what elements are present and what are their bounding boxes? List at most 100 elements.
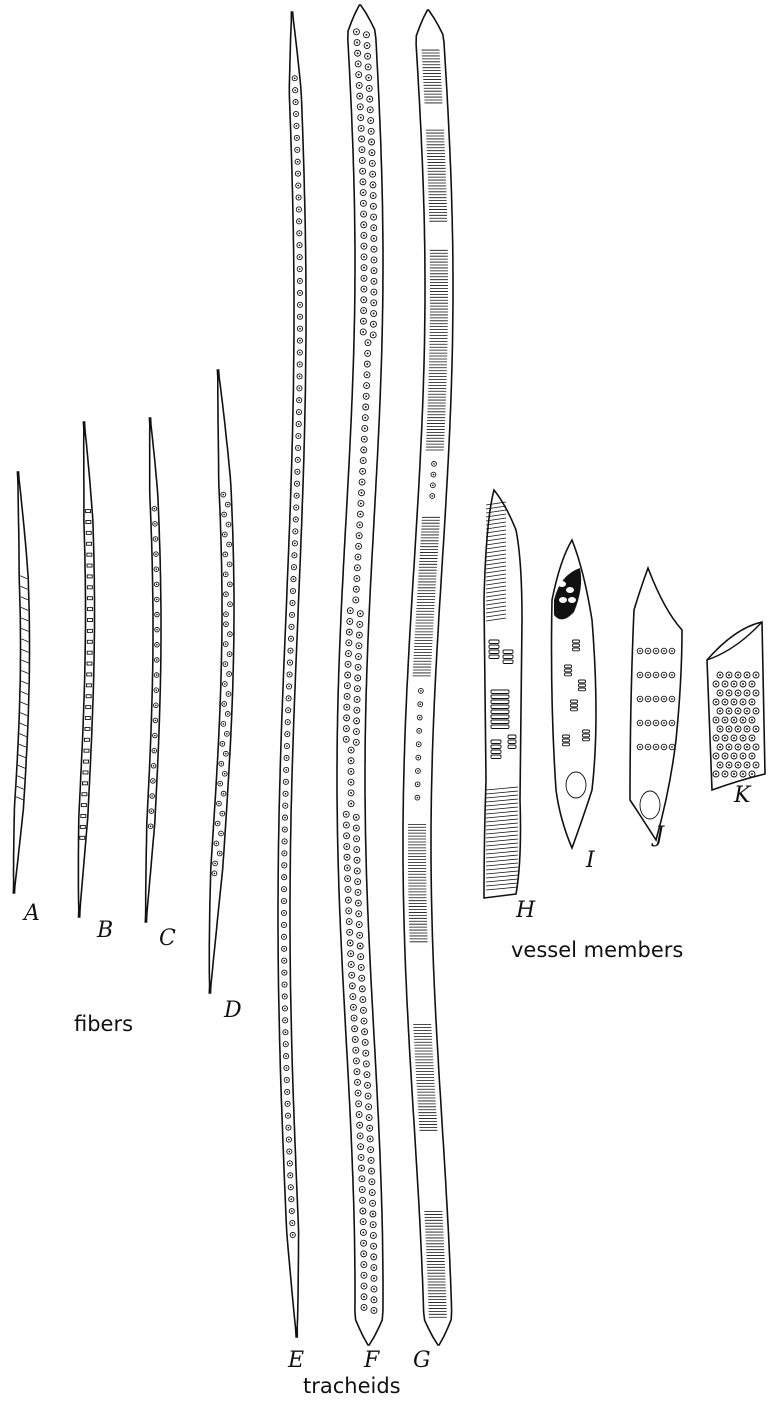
pit-aperture — [371, 1181, 373, 1183]
pit-aperture — [219, 853, 221, 855]
pit-aperture — [284, 805, 286, 807]
pit-aperture — [655, 650, 657, 652]
pit-aperture — [284, 996, 286, 998]
pit-aperture — [156, 568, 158, 570]
tracheid-cell-f — [337, 5, 383, 1345]
pit-aperture — [371, 162, 373, 164]
pit-aperture — [352, 996, 354, 998]
pit-aperture — [289, 674, 291, 676]
pit-aperture — [288, 686, 290, 688]
fiber-cell-a — [13, 472, 29, 893]
pit-aperture — [350, 953, 352, 955]
pit-aperture — [737, 746, 739, 748]
pit-aperture — [355, 1060, 357, 1062]
pit-aperture — [350, 963, 352, 965]
pit-aperture — [362, 999, 364, 1001]
pit-aperture — [283, 924, 285, 926]
fiber-cell-a-outline — [13, 472, 29, 893]
pit-aperture — [291, 1222, 293, 1224]
pit-aperture — [349, 610, 351, 612]
pit-aperture — [363, 245, 365, 247]
cell-letter-d: D — [224, 1000, 242, 1022]
pit-aperture — [715, 773, 717, 775]
pit-aperture — [356, 567, 358, 569]
pit-aperture — [361, 481, 363, 483]
pit-aperture — [360, 956, 362, 958]
pit-aperture — [286, 1067, 288, 1069]
pit-aperture — [155, 689, 157, 691]
pit-aperture — [357, 556, 359, 558]
pit-aperture — [671, 674, 673, 676]
pit-aperture — [742, 683, 744, 685]
pit-aperture — [356, 720, 358, 722]
pit-aperture — [373, 1299, 375, 1301]
pit-aperture — [359, 513, 361, 515]
pit-aperture — [223, 793, 225, 795]
pit-aperture — [155, 538, 157, 540]
pit-aperture — [354, 1028, 356, 1030]
vessel-member-i — [552, 540, 597, 848]
pit-aperture — [296, 137, 298, 139]
pit-aperture — [365, 1052, 367, 1054]
pit-aperture — [359, 95, 361, 97]
pit-aperture — [742, 701, 744, 703]
pit-aperture — [225, 623, 227, 625]
pit-aperture — [283, 936, 285, 938]
pit-aperture — [746, 764, 748, 766]
cell-letter-g: G — [413, 1350, 431, 1372]
pit-aperture — [363, 1296, 365, 1298]
pit-aperture — [746, 692, 748, 694]
pit-aperture — [286, 733, 288, 735]
pit-aperture — [297, 185, 299, 187]
pit-aperture — [719, 710, 721, 712]
pit-aperture — [299, 268, 301, 270]
pit-aperture — [418, 730, 420, 732]
pit-aperture — [229, 584, 231, 586]
pit-aperture — [345, 824, 347, 826]
pit-aperture — [283, 948, 285, 950]
pit-aperture — [225, 574, 227, 576]
pit-aperture — [362, 470, 364, 472]
pit-aperture — [358, 634, 360, 636]
pit-aperture — [663, 650, 665, 652]
pit-aperture — [742, 773, 744, 775]
pit-aperture — [284, 1008, 286, 1010]
pit-aperture — [225, 753, 227, 755]
pit-aperture — [298, 209, 300, 211]
pit-aperture — [355, 816, 357, 818]
pit-aperture — [151, 795, 153, 797]
pit-aperture — [356, 859, 358, 861]
pit-aperture — [362, 460, 364, 462]
pit-aperture — [368, 77, 370, 79]
pit-aperture — [299, 256, 301, 258]
pit-aperture — [288, 698, 290, 700]
pit-aperture — [356, 709, 358, 711]
pit-aperture — [290, 1198, 292, 1200]
pit-aperture — [350, 803, 352, 805]
fiber-cell-b — [78, 422, 94, 917]
fiber-cell-c — [145, 418, 161, 922]
pit-aperture — [156, 599, 158, 601]
pit-aperture — [419, 717, 421, 719]
pit-aperture — [363, 1285, 365, 1287]
pit-aperture — [299, 292, 301, 294]
pit-aperture — [728, 728, 730, 730]
pit-aperture — [737, 728, 739, 730]
pit-aperture — [733, 737, 735, 739]
pit-aperture — [154, 735, 156, 737]
pit-aperture — [371, 1170, 373, 1172]
pit-aperture — [671, 698, 673, 700]
pit-aperture — [417, 757, 419, 759]
pit-aperture — [289, 1151, 291, 1153]
pit-aperture — [224, 534, 226, 536]
pit-aperture — [222, 494, 224, 496]
pit-aperture — [346, 706, 348, 708]
pit-aperture — [372, 1234, 374, 1236]
pit-aperture — [299, 352, 301, 354]
pit-aperture — [724, 773, 726, 775]
pit-aperture — [369, 98, 371, 100]
pit-aperture — [728, 764, 730, 766]
pit-aperture — [363, 213, 365, 215]
pit-aperture — [221, 763, 223, 765]
